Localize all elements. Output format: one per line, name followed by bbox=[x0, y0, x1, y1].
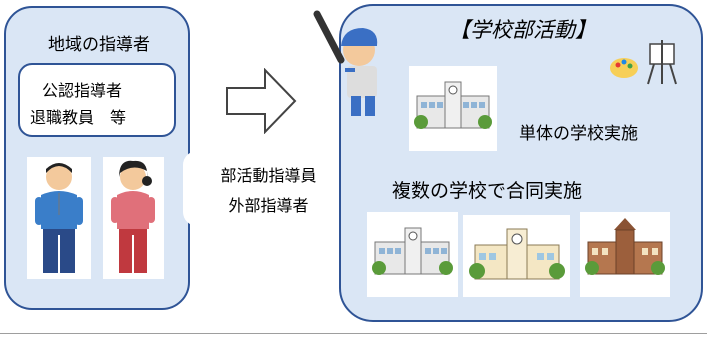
male-coach-illustration bbox=[27, 157, 91, 279]
right-arrow-icon bbox=[226, 68, 297, 134]
bottom-divider bbox=[0, 333, 707, 334]
single-school-illustration bbox=[409, 66, 497, 151]
joint-school-3-illustration bbox=[580, 212, 670, 297]
school-building-icon bbox=[372, 227, 453, 275]
joint-school-2-illustration bbox=[463, 215, 570, 297]
school-building-icon bbox=[469, 228, 565, 280]
joint-schools-label: 複数の学校で合同実施 bbox=[392, 180, 583, 202]
school-club-title: 【学校部活動】 bbox=[449, 18, 596, 42]
school-building-icon bbox=[585, 218, 665, 275]
external-coach-label: 外部指導者 bbox=[228, 196, 309, 215]
school-building-icon bbox=[414, 81, 492, 129]
qualified-coaches-box: 公認指導者 退職教員 等 bbox=[18, 63, 176, 137]
female-coach-illustration bbox=[103, 157, 164, 279]
single-school-label: 単体の学校実施 bbox=[519, 124, 638, 144]
baseball-player-icon bbox=[313, 10, 378, 116]
art-easel-icon bbox=[610, 40, 677, 85]
club-activity-instructor-label: 部活動指導員 bbox=[220, 166, 317, 185]
female-coach-icon bbox=[111, 160, 155, 273]
qualified-coaches-label: 公認指導者 bbox=[42, 81, 123, 100]
male-coach-icon bbox=[35, 163, 83, 273]
joint-school-1-illustration bbox=[367, 212, 458, 297]
local-coaches-title: 地域の指導者 bbox=[48, 35, 150, 55]
club-coach-box: 部活動指導員 外部指導者 bbox=[183, 151, 354, 226]
retired-teachers-label: 退職教員 等 bbox=[30, 108, 127, 127]
